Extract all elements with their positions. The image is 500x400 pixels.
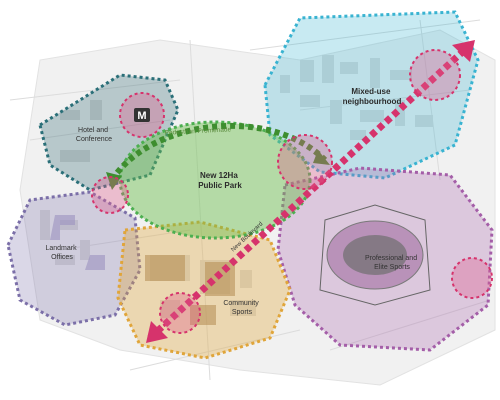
stadium [319,204,431,306]
label-mixed-use: Mixed-use neighbourhood [343,87,402,106]
node-central[interactable] [277,134,333,190]
label-hotel: Hotel and Conference [76,127,112,143]
nodes [91,49,493,334]
node-mixed-use[interactable] [409,49,461,101]
zone-park[interactable] [118,120,312,240]
zone-hotel[interactable] [38,73,180,192]
label-promenade: Pedestrian Promenade [165,126,232,136]
boulevard-axis [146,40,475,343]
metro-marker[interactable]: M [134,108,150,122]
zone-mixed-use[interactable] [263,10,480,180]
label-sports: Professional and Elite Sports [365,255,419,271]
label-community: Community Sports [223,300,260,316]
zone-landmark[interactable] [6,190,142,327]
label-park: New 12Ha Public Park [198,171,242,190]
node-south[interactable] [159,292,201,334]
node-west[interactable] [91,176,129,214]
node-east[interactable] [451,257,493,299]
metro-marker-label: M [137,110,146,122]
label-landmark: Landmark Offices [45,245,78,261]
